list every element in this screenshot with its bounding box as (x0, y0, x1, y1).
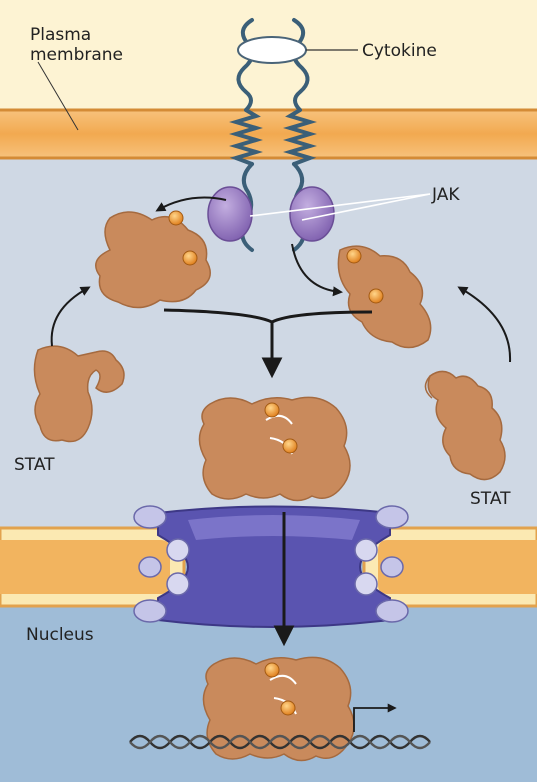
plasma-membrane-label-line2: membrane (30, 45, 123, 65)
stat-label-right: STAT (470, 489, 511, 509)
jak-label: JAK (431, 185, 460, 205)
stat-label-left: STAT (14, 455, 55, 475)
cytokine-label: Cytokine (362, 41, 437, 61)
plasma-membrane (0, 110, 537, 158)
nucleus-label: Nucleus (26, 625, 94, 645)
cytokine-molecule (238, 37, 306, 63)
plasma-membrane-label: Plasma (30, 25, 91, 45)
